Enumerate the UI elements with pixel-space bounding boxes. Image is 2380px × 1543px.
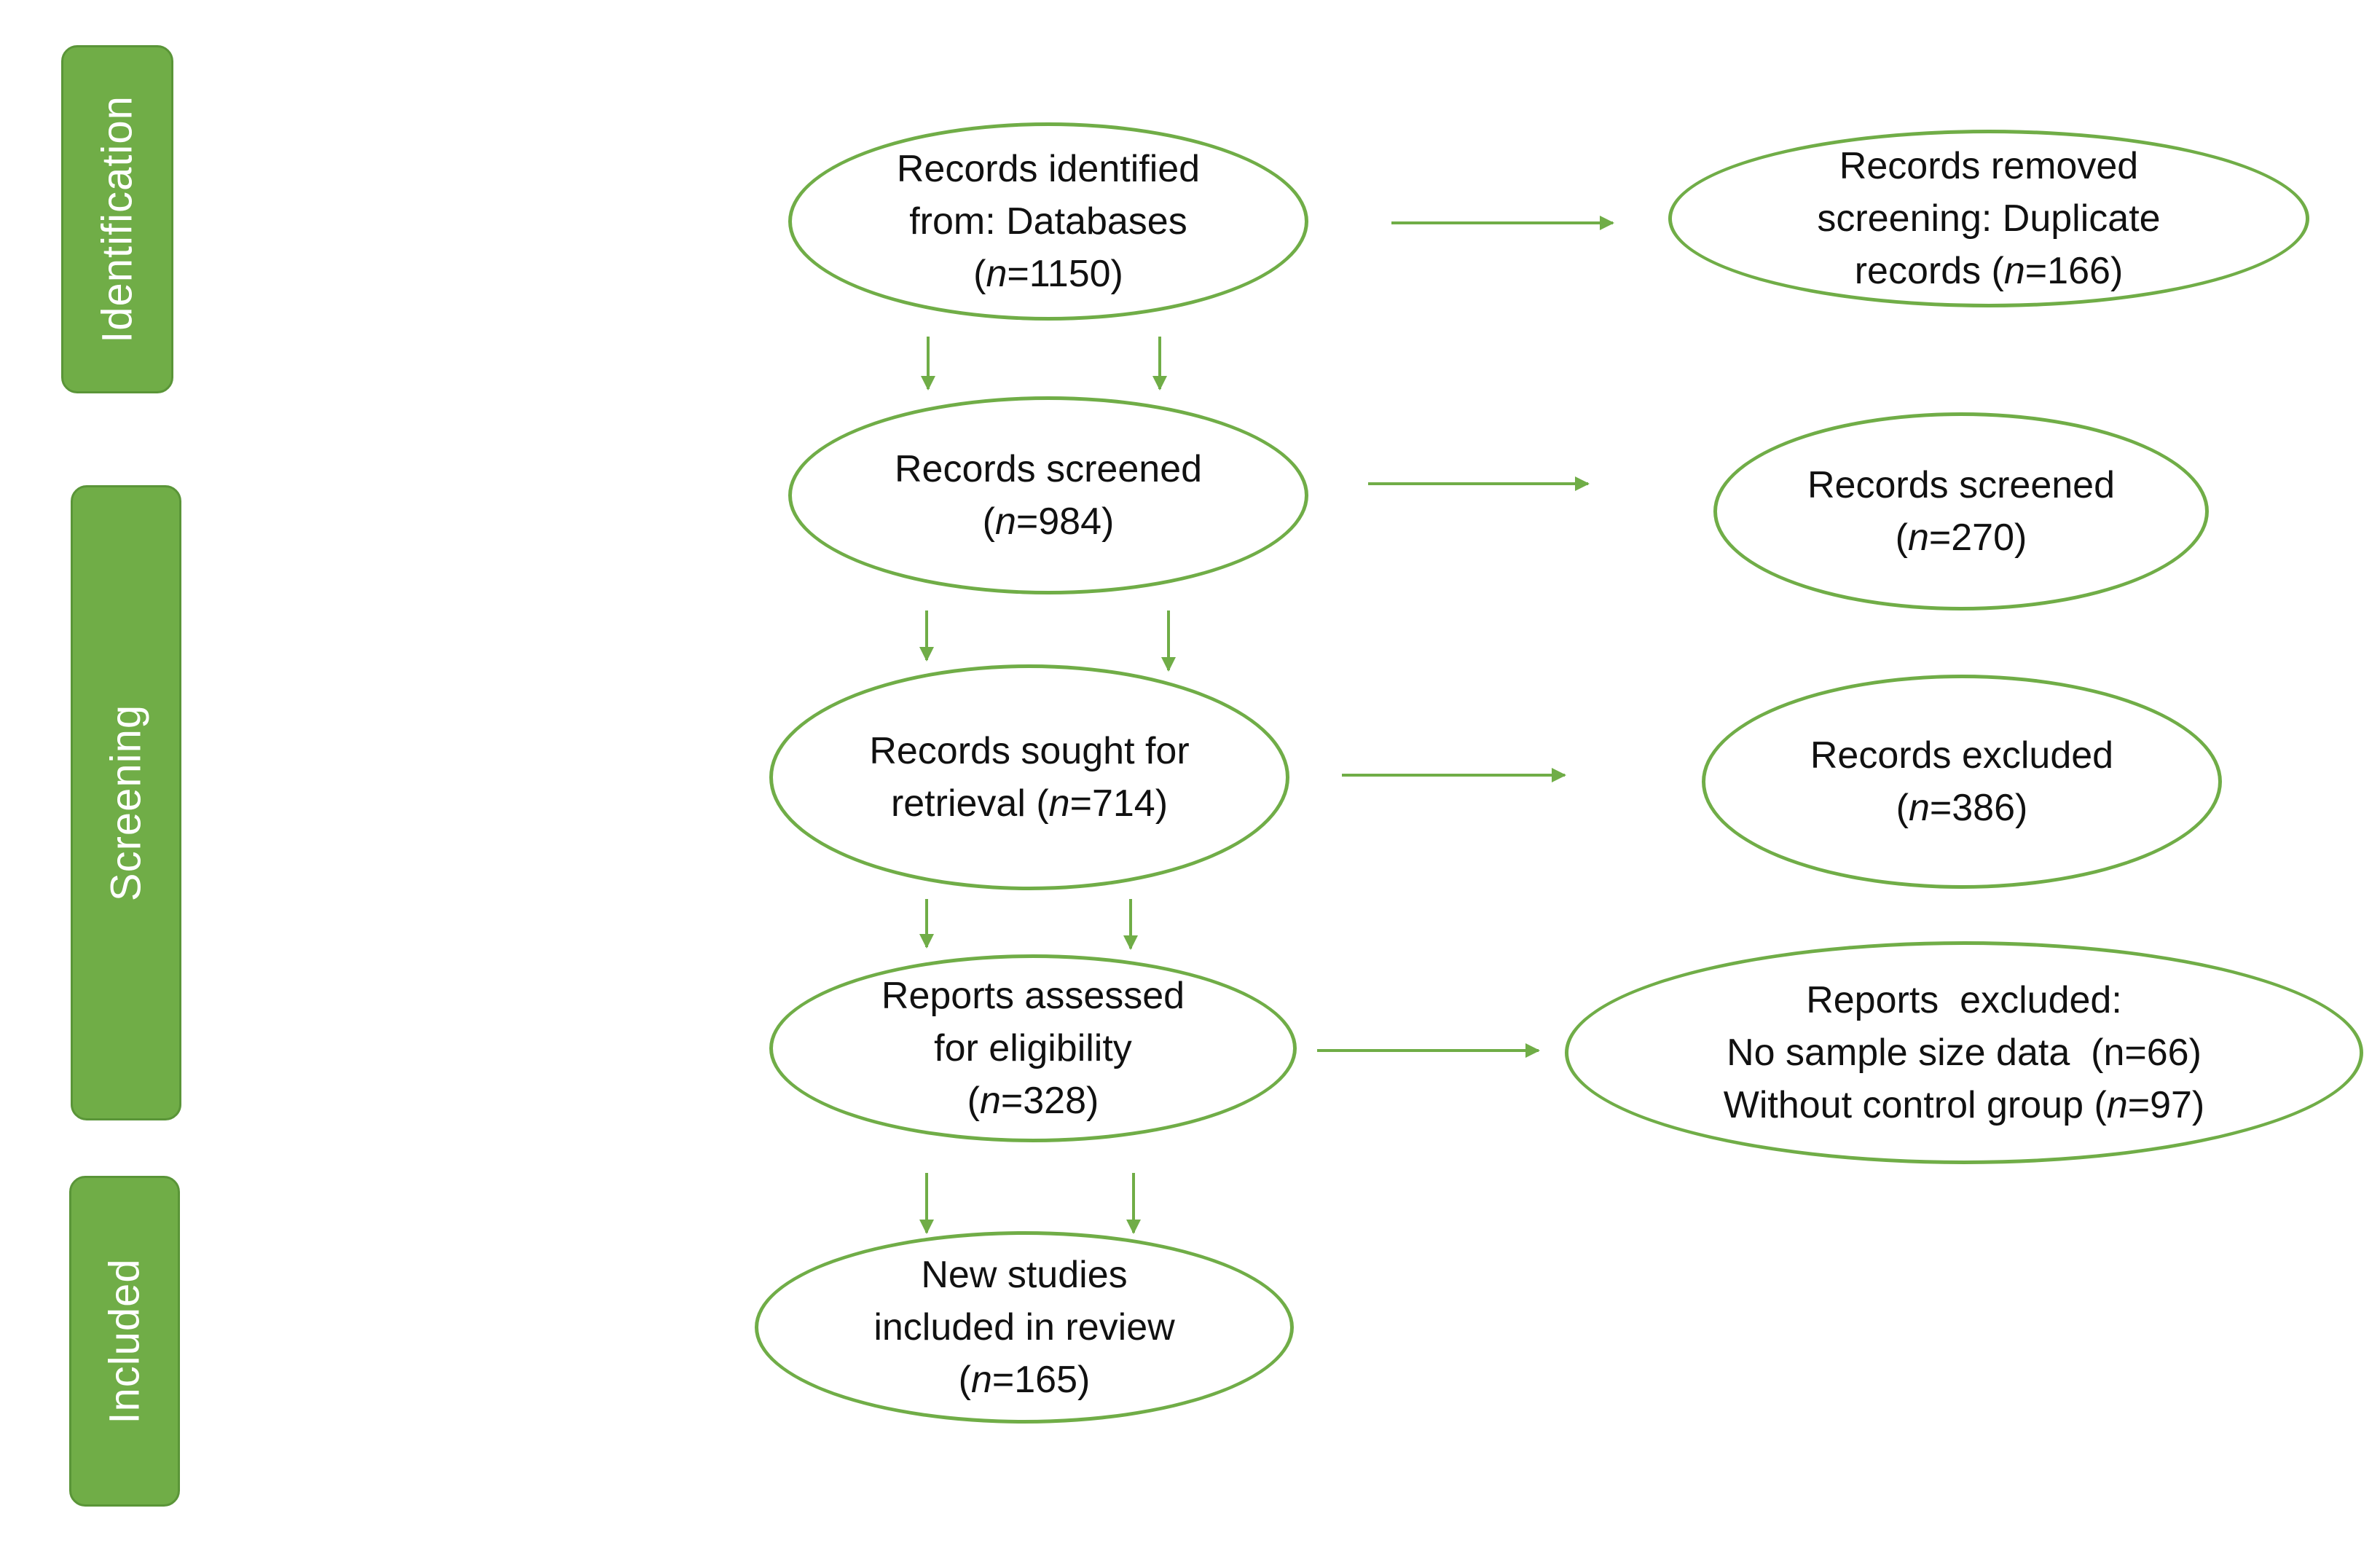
records-sought-node: Records sought for retrieval (n=714) [769, 664, 1289, 890]
records-screened-side-text: Records screened (n=270) [1807, 464, 2115, 559]
reports-excluded-node: Reports excluded: No sample size data (n… [1565, 941, 2363, 1164]
records-sought-text: Records sought for retrieval (n=714) [869, 730, 1190, 825]
records-identified-node: Records identified from: Databases (n=11… [788, 122, 1308, 321]
reports-assessed-node: Reports assessed for eligibility (n=328) [769, 954, 1297, 1142]
records-removed-node: Records removed screening: Duplicate rec… [1668, 130, 2309, 307]
new-studies-node: New studies included in review (n=165) [755, 1231, 1294, 1424]
new-studies-text: New studies included in review (n=165) [873, 1254, 1175, 1401]
phase-included-bar: Included [69, 1176, 180, 1507]
records-excluded-node: Records excluded (n=386) [1702, 675, 2222, 889]
phase-screening-bar: Screening [71, 485, 181, 1120]
reports-assessed-text: Reports assessed for eligibility (n=328) [881, 975, 1185, 1122]
records-screened-node: Records screened (n=984) [788, 396, 1308, 594]
records-removed-text: Records removed screening: Duplicate rec… [1817, 145, 2161, 292]
records-identified-text: Records identified from: Databases (n=11… [896, 148, 1201, 295]
reports-excluded-text: Reports excluded: No sample size data (n… [1723, 979, 2205, 1126]
records-excluded-text: Records excluded (n=386) [1810, 734, 2114, 829]
phase-identification-bar: Identification [61, 45, 173, 393]
records-screened-side-node: Records screened (n=270) [1713, 412, 2209, 610]
records-screened-text: Records screened (n=984) [895, 448, 1202, 543]
